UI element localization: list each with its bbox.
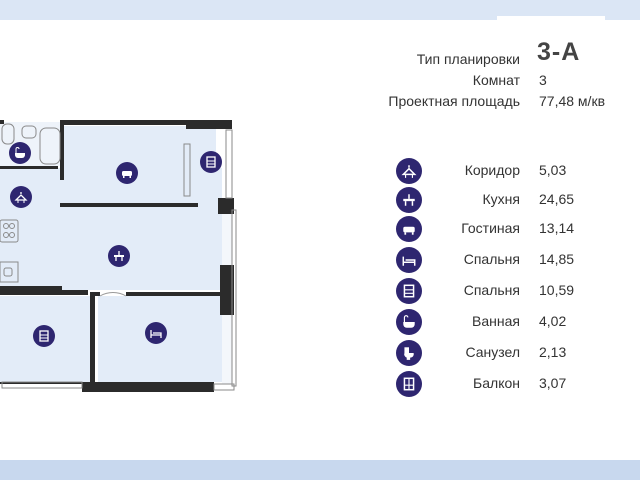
hanger-icon [396,158,422,184]
room-area: 4,02 [539,313,567,329]
layout-type-value: 3-А [537,38,581,66]
dresser-icon [33,325,55,347]
room-row-bedroom-1: Спальня 14,85 [396,247,616,273]
room-area: 24,65 [539,191,575,207]
floor-plan [0,120,237,392]
room-name: Балкон [473,375,520,391]
room-name: Ванная [472,313,520,329]
dresser-icon [200,151,222,173]
room-name: Коридор [464,162,520,178]
door-arc [99,292,127,297]
bed-icon [145,322,167,344]
bed-icon [396,247,422,273]
walls [0,120,234,392]
sofa-icon [116,162,138,184]
room-row-balcony: Балкон 3,07 [396,371,616,397]
bottom-band [0,460,640,480]
top-band-gap [497,16,605,22]
dresser-icon [396,278,422,304]
room-area: 10,59 [539,282,575,298]
top-band [0,0,640,20]
floor-kitchen [0,168,222,290]
room-row-toilet: Санузел 2,13 [396,340,616,366]
room-area: 14,85 [539,251,575,267]
room-area: 5,03 [539,162,567,178]
room-area: 3,07 [539,375,567,391]
room-row-corridor: Коридор 5,03 [396,158,616,184]
room-name: Спальня [463,282,520,298]
room-area: 13,14 [539,220,575,236]
room-name: Спальня [463,251,520,267]
layout-type-label: Тип планировки [416,51,520,67]
balcony-icon [396,371,422,397]
dining-table-icon [108,245,130,267]
project-area-value: 77,48 м/кв [539,93,606,109]
room-row-bathroom: Ванная 4,02 [396,309,616,335]
bathtub-icon [396,309,422,335]
hanger-icon [10,186,32,208]
room-name: Гостиная [461,220,520,236]
sofa-icon [396,216,422,242]
room-row-bedroom-2: Спальня 10,59 [396,278,616,304]
bathtub-icon [9,142,31,164]
room-row-living-room: Гостиная 13,14 [396,216,616,242]
rooms-count-label: Комнат [472,72,520,88]
room-name: Кухня [482,191,520,207]
fixtures [0,123,237,391]
room-name: Санузел [465,344,520,360]
rooms-count-value: 3 [539,72,547,88]
room-row-kitchen: Кухня 24,65 [396,187,616,213]
project-area-label: Проектная площадь [388,93,520,109]
toilet-icon [396,340,422,366]
dining-table-icon [396,187,422,213]
room-area: 2,13 [539,344,567,360]
